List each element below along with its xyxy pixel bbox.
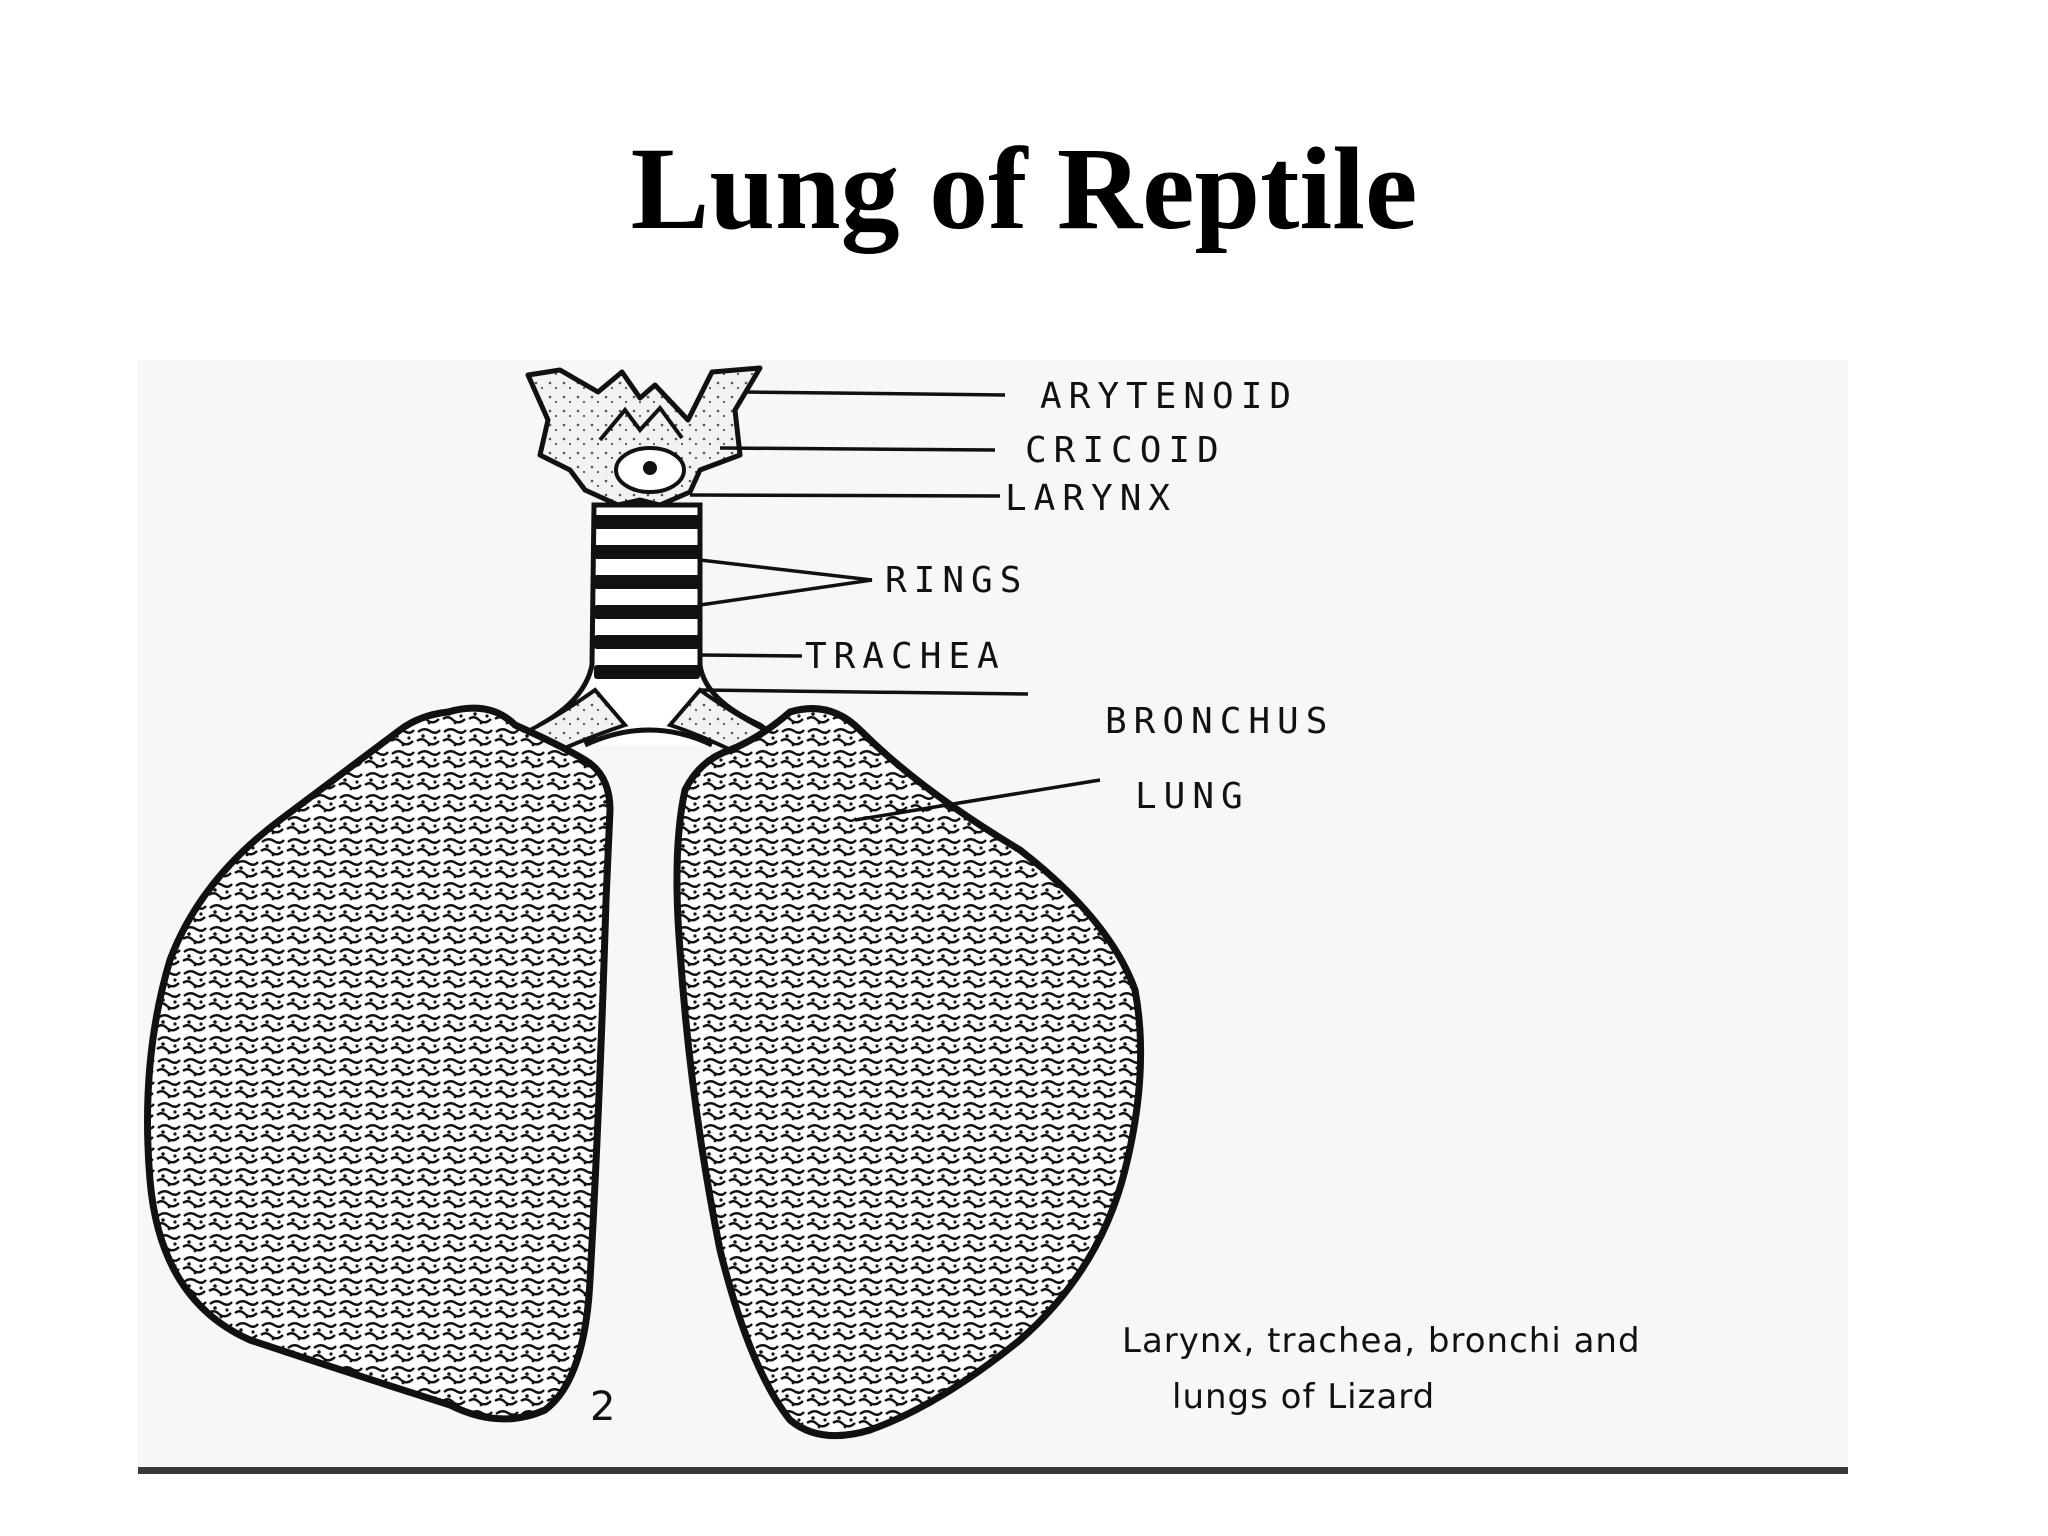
cricoid-cartilage (614, 446, 686, 494)
slide-title: Lung of Reptile (630, 123, 1418, 254)
tracheal-rings (594, 515, 700, 679)
label-larynx: LARYNX (1005, 478, 1177, 519)
label-bronchus: BRONCHUS (1105, 701, 1334, 742)
trachea (512, 502, 788, 743)
label-trachea: TRACHEA (805, 636, 1006, 677)
label-leader-lines (689, 390, 1101, 822)
label-rings: RINGS (885, 560, 1028, 601)
label-arytenoid: ARYTENOID (1040, 376, 1298, 417)
caption-line-1: Larynx, trachea, bronchi and (1122, 1321, 1641, 1361)
label-cricoid: CRICOID (1025, 430, 1226, 471)
arytenoid-cartilage (525, 365, 763, 508)
label-lung: LUNG (1135, 776, 1250, 817)
figure-number: 2 (590, 1384, 615, 1430)
right-lung (673, 705, 1145, 1440)
caption-line-2: lungs of Lizard (1172, 1377, 1435, 1417)
left-lung (144, 704, 614, 1423)
figure-divider (138, 1467, 1848, 1474)
